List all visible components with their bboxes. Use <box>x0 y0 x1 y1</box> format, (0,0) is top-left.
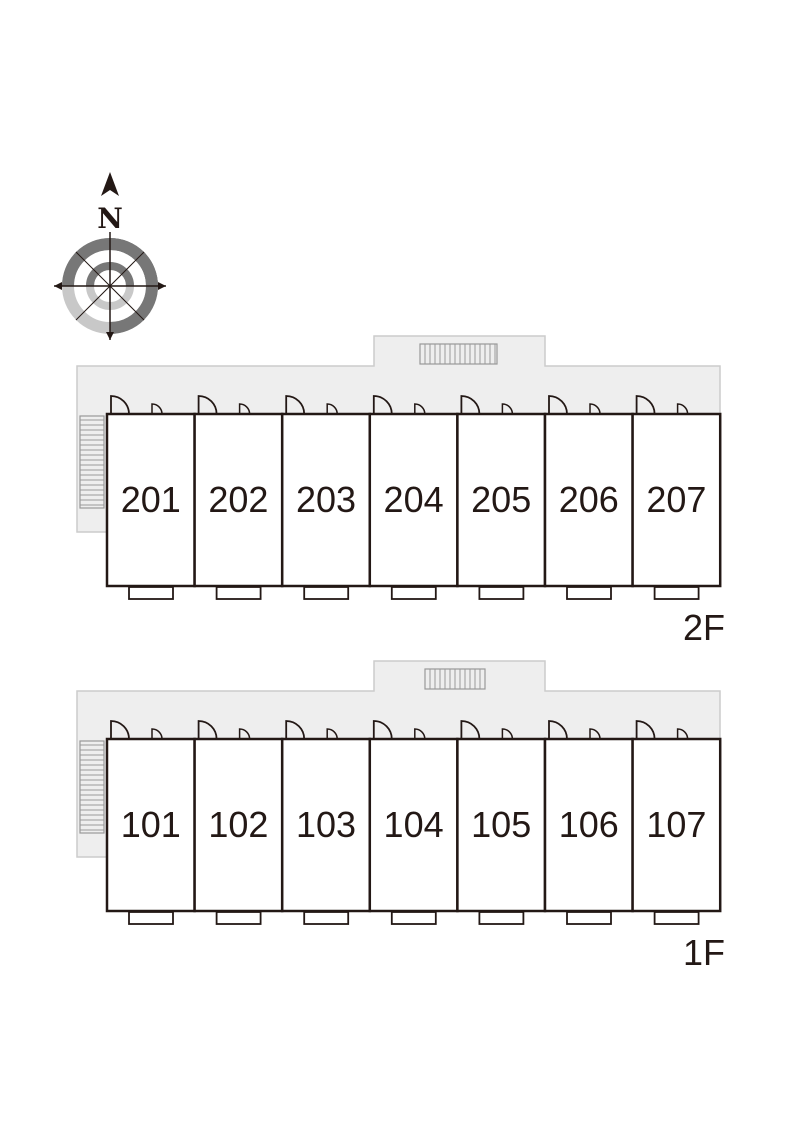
balcony <box>653 911 700 925</box>
window-icon <box>414 728 426 740</box>
door-icon <box>548 395 568 415</box>
unit-201: 201 <box>105 395 196 600</box>
window-icon <box>326 728 338 740</box>
unit-105: 105 <box>456 720 547 925</box>
window-icon <box>238 403 251 415</box>
stair-top <box>424 668 486 690</box>
stair-side <box>79 415 105 509</box>
door-icon <box>110 395 130 415</box>
stair-top <box>419 343 498 365</box>
balcony <box>478 911 525 925</box>
door-icon <box>285 720 306 740</box>
floor-1f: 101 102 103 104 105 106 107 1F <box>76 660 725 973</box>
room-number: 206 <box>559 479 619 520</box>
balcony <box>303 586 350 600</box>
unit-107: 107 <box>631 720 722 925</box>
floor-label: 1F <box>683 932 725 973</box>
room-number: 103 <box>296 804 356 845</box>
unit-outline <box>193 412 284 588</box>
balcony <box>215 911 262 925</box>
door-icon <box>460 720 481 740</box>
room-number: 204 <box>384 479 444 520</box>
room-number: 203 <box>296 479 356 520</box>
unit-104: 104 <box>368 720 459 925</box>
window-icon <box>589 403 601 415</box>
window-icon <box>676 728 689 740</box>
room-number: 106 <box>559 804 619 845</box>
door-icon <box>285 395 306 415</box>
window-icon <box>414 403 426 415</box>
floor-label: 2F <box>683 607 725 648</box>
room-number: 104 <box>384 804 444 845</box>
unit-outline <box>105 737 196 913</box>
window-icon <box>326 403 338 415</box>
unit-202: 202 <box>193 395 284 600</box>
balcony <box>566 911 612 925</box>
walkway <box>76 335 721 533</box>
unit-outline <box>456 412 547 588</box>
unit-outline <box>368 412 459 588</box>
balcony <box>128 911 174 925</box>
door-icon <box>372 395 393 415</box>
room-number: 201 <box>121 479 181 520</box>
window-icon <box>151 728 163 740</box>
unit-204: 204 <box>368 395 459 600</box>
balcony <box>566 586 612 600</box>
window-icon <box>589 728 601 740</box>
balcony <box>478 586 525 600</box>
unit-205: 205 <box>456 395 547 600</box>
room-number: 105 <box>471 804 531 845</box>
window-icon <box>501 403 514 415</box>
window-icon <box>676 403 689 415</box>
door-icon <box>635 720 656 740</box>
door-icon <box>460 395 481 415</box>
balcony <box>128 586 174 600</box>
unit-outline <box>368 737 459 913</box>
compass: N <box>54 172 166 340</box>
unit-outline <box>456 737 547 913</box>
window-icon <box>501 728 514 740</box>
window-icon <box>151 403 163 415</box>
unit-103: 103 <box>280 720 372 925</box>
room-number: 205 <box>471 479 531 520</box>
unit-101: 101 <box>105 720 196 925</box>
door-icon <box>197 720 218 740</box>
room-number: 107 <box>646 804 706 845</box>
door-icon <box>372 720 393 740</box>
balcony <box>303 911 350 925</box>
north-arrow-icon <box>101 172 119 196</box>
door-icon <box>548 720 568 740</box>
compass-rose-icon <box>54 232 166 340</box>
door-icon <box>635 395 656 415</box>
unit-106: 106 <box>543 720 634 925</box>
balcony <box>215 586 262 600</box>
unit-206: 206 <box>543 395 634 600</box>
room-number: 207 <box>646 479 706 520</box>
unit-outline <box>543 412 634 588</box>
door-icon <box>110 720 130 740</box>
unit-outline <box>631 737 722 913</box>
room-number: 101 <box>121 804 181 845</box>
door-icon <box>197 395 218 415</box>
unit-outline <box>631 412 722 588</box>
stair-side <box>79 740 105 834</box>
unit-207: 207 <box>631 395 722 600</box>
room-number: 102 <box>208 804 268 845</box>
walkway <box>76 660 721 858</box>
balcony <box>390 586 437 600</box>
unit-203: 203 <box>280 395 372 600</box>
unit-outline <box>543 737 634 913</box>
floor-2f: 201 202 203 204 205 206 207 2F <box>76 335 725 648</box>
unit-102: 102 <box>193 720 284 925</box>
balcony <box>390 911 437 925</box>
balcony <box>653 586 700 600</box>
room-number: 202 <box>208 479 268 520</box>
window-icon <box>238 728 251 740</box>
north-label: N <box>97 202 123 235</box>
